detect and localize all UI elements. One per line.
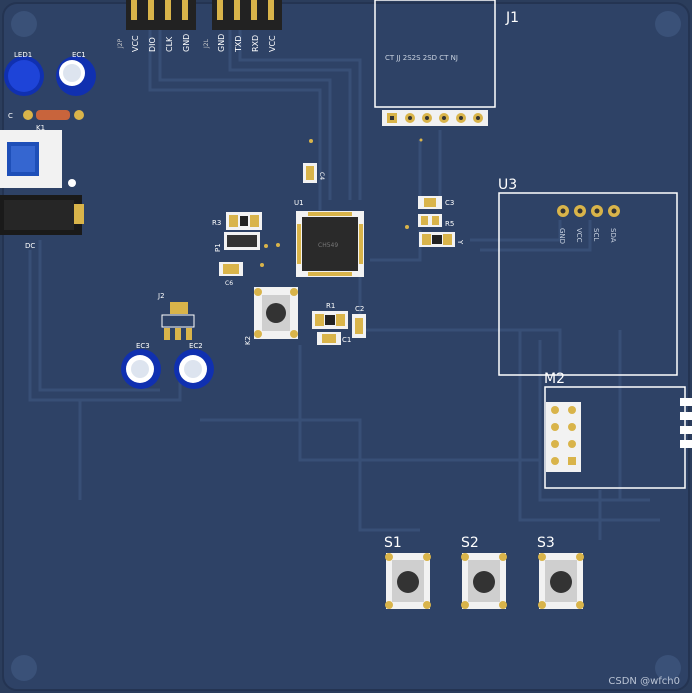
u3-label: U3 [498, 177, 517, 193]
chip-marking: CH549 [318, 242, 338, 249]
svg-text:P1: P1 [214, 243, 222, 252]
svg-text:Y: Y [456, 239, 464, 245]
svg-text:C2: C2 [355, 305, 364, 313]
svg-text:C4: C4 [318, 172, 325, 180]
r1-resistor: R1 [312, 302, 348, 329]
svg-text:J2: J2 [157, 292, 165, 300]
header-right-label: J2L [203, 38, 210, 49]
j2-regulator: J2 [157, 292, 195, 340]
svg-text:K2: K2 [244, 336, 252, 345]
svg-text:CT JJ 2S2S 2SD CT NJ: CT JJ 2S2S 2SD CT NJ [385, 54, 458, 62]
header-right-pin-3: RXD [251, 35, 260, 52]
u3-pin-1: GND [558, 228, 566, 244]
mounting-hole-tl [11, 11, 37, 37]
header-right-pin-1: GND [217, 34, 226, 52]
svg-text:K1: K1 [36, 124, 45, 132]
c1-capacitor: C1 [317, 332, 351, 345]
svg-text:LED1: LED1 [14, 51, 32, 59]
header-left-label: J2P [117, 38, 124, 49]
ec3-capacitor: EC3 [121, 342, 161, 389]
r3-resistor: R3 [212, 212, 262, 230]
svg-text:R1: R1 [326, 302, 335, 310]
u3-module: U3 GND VCC SCL SDA [498, 177, 678, 376]
y-crystal: Y [419, 232, 464, 247]
svg-text:S1: S1 [384, 535, 402, 551]
dc-jack: DC [0, 195, 84, 250]
m2-module: M2 [544, 371, 692, 489]
p1-jumper: P1 [214, 232, 260, 252]
header-left: VCC DIO CLK GND J2P [117, 0, 196, 52]
svg-text:C6: C6 [225, 280, 233, 287]
svg-text:DC: DC [25, 242, 35, 250]
svg-text:C1: C1 [342, 336, 351, 344]
svg-text:EC1: EC1 [72, 51, 86, 59]
svg-text:C3: C3 [445, 199, 454, 207]
c4-capacitor: C4 [303, 163, 325, 183]
u3-pin-3: SCL [592, 228, 600, 241]
mounting-hole-bl [11, 655, 37, 681]
ec2-capacitor: EC2 [174, 342, 214, 389]
reset-switch: K2 [244, 287, 298, 345]
ec1-capacitor: EC1 [56, 51, 96, 96]
svg-text:C: C [8, 112, 13, 120]
svg-text:R3: R3 [212, 219, 221, 227]
j1-label: J1 [505, 10, 519, 26]
svg-text:R5: R5 [445, 220, 454, 228]
mounting-hole-tr [655, 11, 681, 37]
svg-text:S3: S3 [537, 535, 555, 551]
k1-resistor: K1 C [8, 110, 84, 132]
j1-connector: CT JJ 2S2S 2SD CT NJ J1 [374, 0, 519, 126]
r5-resistor: R5 [418, 214, 454, 228]
s3-switch: S3 [537, 535, 584, 609]
header-right-pin-2: TXD [234, 35, 243, 53]
svg-text:S2: S2 [461, 535, 479, 551]
svg-text:EC3: EC3 [136, 342, 150, 350]
svg-text:U1: U1 [294, 199, 304, 207]
header-left-pin-1: VCC [131, 35, 140, 52]
power-switch [0, 130, 76, 188]
led1: LED1 [4, 51, 44, 96]
c6-capacitor: C6 [219, 262, 243, 287]
header-left-pin-3: CLK [165, 36, 174, 52]
mounting-hole-br [655, 655, 681, 681]
vias [260, 138, 423, 267]
u3-pin-4: SDA [609, 228, 617, 243]
s2-switch: S2 [461, 535, 507, 609]
watermark: CSDN @wfch0 [608, 676, 680, 687]
m2-label: M2 [544, 371, 565, 387]
svg-text:EC2: EC2 [189, 342, 203, 350]
s1-switch: S1 [384, 535, 431, 609]
c3-capacitor: C3 [418, 196, 454, 209]
c2-capacitor: C2 [352, 305, 366, 338]
header-right-pin-4: VCC [268, 35, 277, 52]
header-right: GND TXD RXD VCC J2L [203, 0, 282, 53]
header-left-pin-4: GND [182, 34, 191, 52]
u3-pin-2: VCC [575, 228, 583, 243]
header-left-pin-2: DIO [148, 37, 157, 52]
u1-mcu: CH549 U1 [294, 199, 364, 277]
